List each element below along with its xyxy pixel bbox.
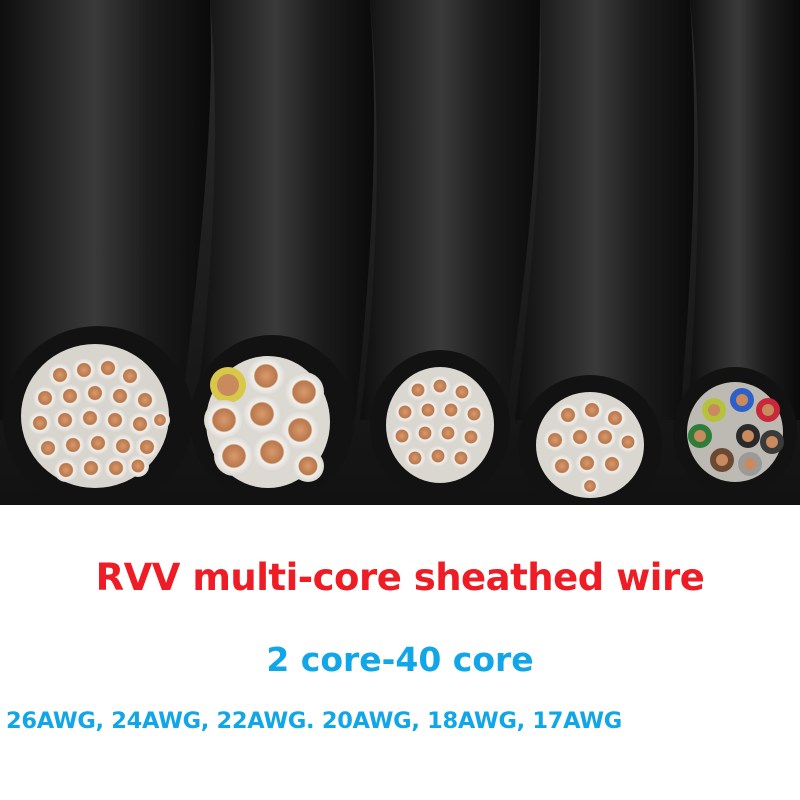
- core-range-subtitle: 2 core-40 core: [266, 640, 534, 679]
- cable-end-4: [518, 375, 662, 515]
- cable-bodies: [0, 0, 800, 420]
- product-title: RVV multi-core sheathed wire: [95, 556, 705, 599]
- cable-end-3: [370, 350, 510, 500]
- cable-end-5: [673, 367, 797, 497]
- cable-photo: [0, 0, 800, 525]
- awg-sizes-text: 26AWG, 24AWG, 22AWG. 20AWG, 18AWG, 17AWG: [6, 708, 622, 734]
- cable-end-1: [3, 326, 193, 510]
- cable-end-2: [190, 335, 354, 505]
